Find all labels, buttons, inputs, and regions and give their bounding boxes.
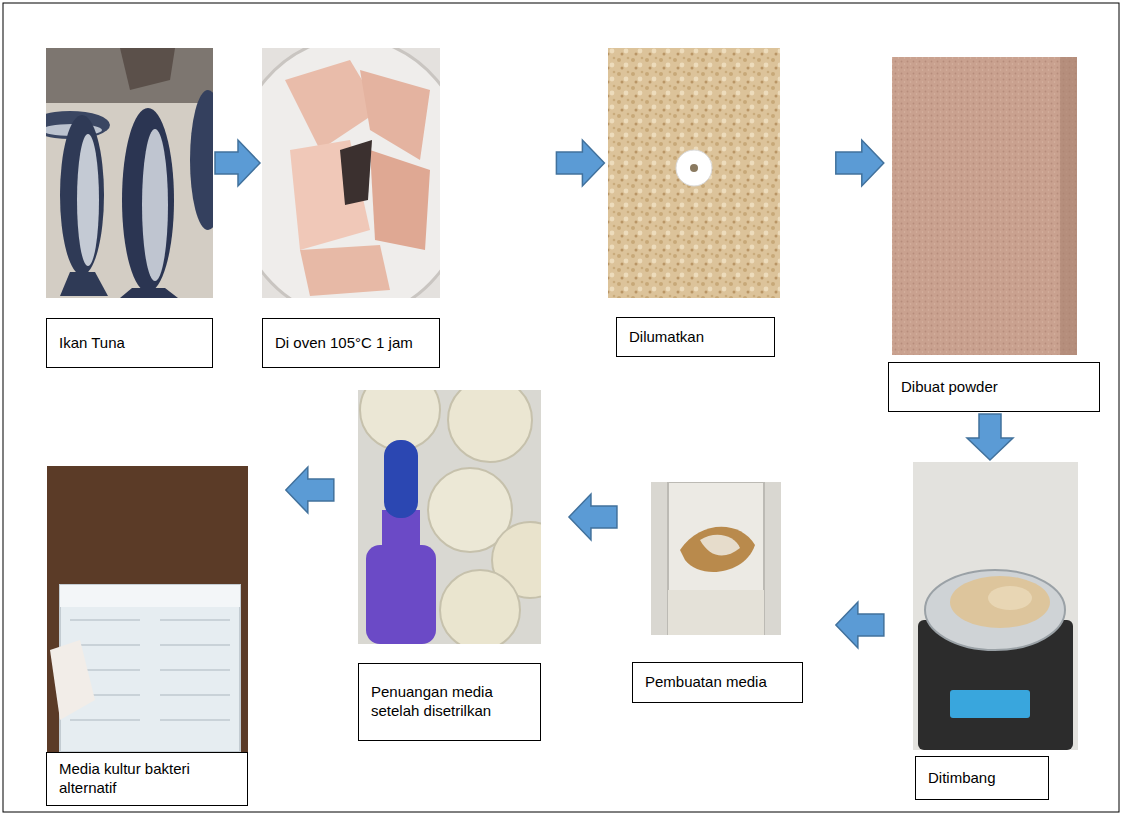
flow-arrow: [569, 494, 617, 540]
step-label: Ikan Tuna: [59, 334, 125, 353]
flow-arrow: [286, 467, 334, 513]
powder-photo: [892, 57, 1077, 355]
flow-arrow: [836, 602, 884, 648]
process-step: Penuangan media setelah disetrilkan: [358, 390, 541, 741]
culture-media-photo: [47, 466, 248, 752]
process-step: Dilumatkan: [608, 48, 780, 357]
process-step: Ikan Tuna: [46, 48, 213, 368]
process-step: Dibuat powder: [888, 57, 1100, 412]
flow-arrow: [215, 140, 260, 186]
caption-box: Pembuatan media: [632, 662, 803, 703]
process-step: Pembuatan media: [632, 482, 803, 703]
caption-box: Dibuat powder: [888, 362, 1100, 412]
caption-box: Dilumatkan: [616, 317, 775, 357]
caption-box: Media kultur bakteri alternatif: [46, 752, 248, 806]
tuna-photo: [46, 48, 213, 298]
figure-frame: [3, 3, 1119, 812]
media-flask-photo: [651, 482, 781, 635]
process-step: Di oven 105°C 1 jam: [262, 48, 440, 368]
process-step: Ditimbang: [913, 462, 1078, 800]
caption-box: Ikan Tuna: [46, 318, 213, 368]
step-label: Ditimbang: [928, 769, 996, 788]
crushed-photo: [608, 48, 780, 298]
process-step: Media kultur bakteri alternatif: [46, 466, 248, 806]
caption-box: Ditimbang: [915, 756, 1049, 800]
flow-arrow: [556, 140, 604, 186]
step-label: Media kultur bakteri alternatif: [59, 760, 235, 798]
flow-arrow: [967, 414, 1013, 460]
caption-box: Penuangan media setelah disetrilkan: [358, 663, 541, 741]
step-label: Penuangan media setelah disetrilkan: [371, 683, 528, 721]
step-label: Pembuatan media: [645, 673, 767, 692]
scale-photo: [913, 462, 1078, 750]
petri-photo: [358, 390, 541, 644]
caption-box: Di oven 105°C 1 jam: [262, 318, 440, 368]
flow-arrow: [836, 140, 884, 186]
oven-photo: [262, 48, 440, 298]
step-label: Di oven 105°C 1 jam: [275, 334, 413, 353]
step-label: Dilumatkan: [629, 328, 704, 347]
step-label: Dibuat powder: [901, 378, 998, 397]
